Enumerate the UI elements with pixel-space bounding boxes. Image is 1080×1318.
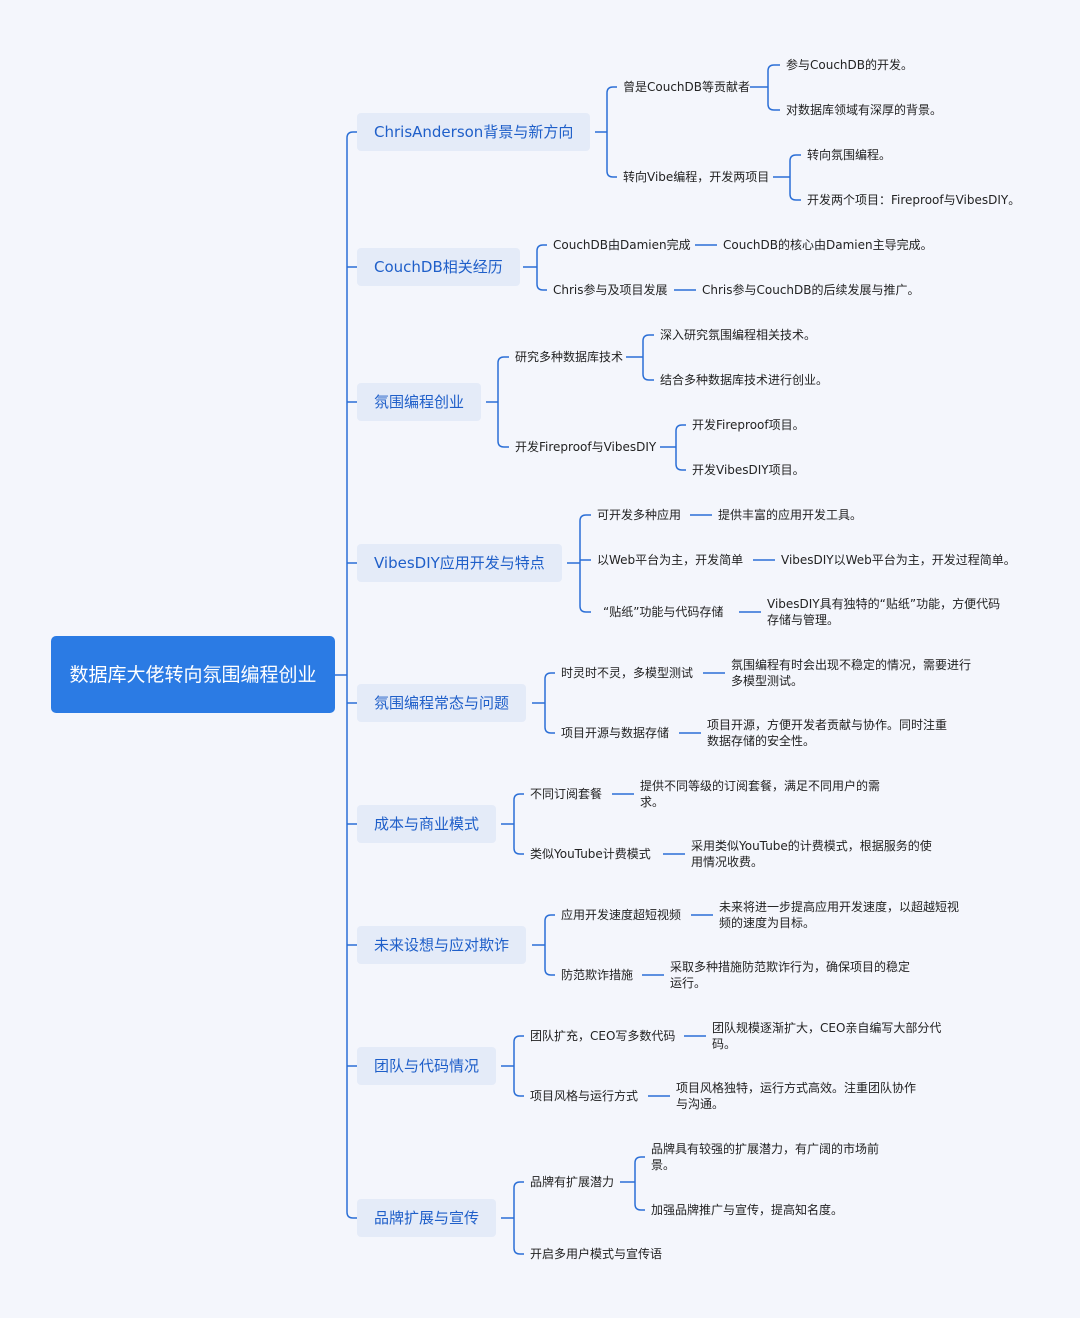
- subtopic-node[interactable]: 类似YouTube计费模式: [530, 847, 651, 861]
- connector-line: [606, 170, 617, 178]
- leaf-node[interactable]: 提供丰富的应用开发工具。: [718, 508, 863, 522]
- leaf-node[interactable]: 采用类似YouTube的计费模式，根据服务的使用情况收费。: [691, 839, 932, 869]
- subtopic-node[interactable]: 品牌有扩展潜力: [530, 1175, 615, 1189]
- leaf-node[interactable]: 项目开源，方便开发者贡献与协作。同时注重数据存储的安全性。: [707, 718, 948, 748]
- subtopic-node[interactable]: 项目风格与运行方式: [530, 1089, 639, 1103]
- connector-line: [536, 283, 547, 291]
- leaf-node[interactable]: 参与CouchDB的开发。: [786, 58, 914, 72]
- connector-line: [513, 1089, 524, 1097]
- connector-line: [642, 334, 654, 342]
- connector-line: [513, 1247, 524, 1255]
- connector-line: [767, 103, 780, 111]
- connector-line: [346, 1211, 357, 1219]
- connector-line: [544, 968, 555, 976]
- leaf-node[interactable]: 开发VibesDIY项目。: [692, 463, 805, 477]
- leaf-node[interactable]: 开发Fireproof项目。: [692, 418, 805, 432]
- root-node[interactable]: 数据库大佬转向氛围编程创业: [51, 636, 335, 713]
- connector-line: [513, 793, 524, 801]
- subtopic-node[interactable]: 开发Fireproof与VibesDIY: [515, 440, 657, 454]
- connector-line: [536, 244, 547, 252]
- subtopic-node[interactable]: 曾是CouchDB等贡献者: [623, 80, 751, 94]
- connector-line: [767, 64, 780, 72]
- leaf-node[interactable]: VibesDIY以Web平台为主，开发过程简单。: [781, 553, 1016, 567]
- leaf-node[interactable]: 未来将进一步提高应用开发速度，以超越短视频的速度为目标。: [719, 900, 960, 930]
- subtopic-node[interactable]: 团队扩充，CEO写多数代码: [530, 1029, 676, 1043]
- connector-line: [675, 424, 686, 432]
- leaf-node[interactable]: 团队规模逐渐扩大，CEO亲自编写大部分代码。: [712, 1021, 942, 1051]
- connector-line: [579, 514, 591, 522]
- connector-line: [513, 847, 524, 855]
- leaf-node[interactable]: 对数据库领域有深厚的背景。: [786, 103, 943, 117]
- subtopic-node[interactable]: 不同订阅套餐: [530, 787, 603, 801]
- leaf-node[interactable]: 提供不同等级的订阅套餐，满足不同用户的需求。: [640, 779, 881, 809]
- branch-node[interactable]: 团队与代码情况: [357, 1047, 497, 1085]
- connector-line: [789, 154, 801, 162]
- connector-line: [544, 914, 555, 922]
- subtopic-node[interactable]: 研究多种数据库技术: [515, 350, 624, 364]
- leaf-node[interactable]: 项目风格独特，运行方式高效。注重团队协作与沟通。: [676, 1081, 917, 1111]
- leaf-node[interactable]: VibesDIY具有独特的“贴纸”功能，方便代码存储与管理。: [767, 597, 1001, 627]
- connector-line: [346, 131, 357, 139]
- subtopic-node[interactable]: 可开发多种应用: [597, 508, 682, 522]
- branch-node[interactable]: ChrisAnderson背景与新方向: [357, 113, 591, 151]
- leaf-node[interactable]: 品牌具有较强的扩展潜力，有广阔的市场前景。: [651, 1142, 880, 1172]
- connector-line: [675, 463, 686, 471]
- connector-line: [544, 726, 555, 734]
- subtopic-node[interactable]: 项目开源与数据存储: [561, 726, 670, 740]
- leaf-node[interactable]: 氛围编程有时会出现不稳定的情况，需要进行多模型测试。: [731, 658, 972, 688]
- subtopic-node[interactable]: 开启多用户模式与宣传语: [530, 1247, 663, 1261]
- leaf-node[interactable]: CouchDB的核心由Damien主导完成。: [723, 238, 933, 252]
- subtopic-node[interactable]: 防范欺诈措施: [561, 968, 634, 982]
- branch-node[interactable]: 氛围编程常态与问题: [357, 684, 527, 722]
- connector-line: [642, 373, 654, 381]
- subtopic-node[interactable]: 应用开发速度超短视频: [561, 908, 682, 922]
- subtopic-node[interactable]: Chris参与及项目发展: [553, 283, 668, 297]
- leaf-node[interactable]: Chris参与CouchDB的后续发展与推广。: [702, 283, 920, 297]
- leaf-node[interactable]: 采取多种措施防范欺诈行为，确保项目的稳定运行。: [670, 960, 911, 990]
- connector-line: [497, 440, 509, 448]
- connector-line: [513, 1181, 524, 1189]
- branch-node[interactable]: 品牌扩展与宣传: [357, 1199, 497, 1237]
- connector-line: [606, 86, 617, 94]
- connector-line: [497, 356, 509, 364]
- connector-line: [789, 193, 801, 201]
- leaf-node[interactable]: 加强品牌推广与宣传，提高知名度。: [651, 1203, 844, 1217]
- subtopic-node[interactable]: CouchDB由Damien完成: [553, 238, 691, 252]
- branch-node[interactable]: VibesDIY应用开发与特点: [357, 544, 562, 582]
- branch-node[interactable]: CouchDB相关经历: [357, 248, 520, 286]
- branch-node[interactable]: 未来设想与应对欺诈: [357, 926, 527, 964]
- connector-line: [544, 672, 555, 680]
- branch-node[interactable]: 成本与商业模式: [357, 805, 497, 843]
- subtopic-node[interactable]: 转向Vibe编程，开发两项目: [623, 170, 770, 184]
- leaf-node[interactable]: 转向氛围编程。: [807, 148, 892, 162]
- branch-node[interactable]: 氛围编程创业: [357, 383, 482, 421]
- subtopic-node[interactable]: 时灵时不灵，多模型测试: [561, 666, 694, 680]
- leaf-node[interactable]: 开发两个项目：Fireproof与VibesDIY。: [807, 193, 1021, 207]
- connector-line: [634, 1156, 645, 1164]
- subtopic-node[interactable]: “贴纸”功能与代码存储: [603, 605, 724, 619]
- subtopic-node[interactable]: 以Web平台为主，开发简单: [597, 553, 744, 567]
- leaf-node[interactable]: 深入研究氛围编程相关技术。: [660, 328, 817, 342]
- leaf-node[interactable]: 结合多种数据库技术进行创业。: [660, 373, 829, 387]
- connector-line: [579, 605, 591, 613]
- connector-line: [634, 1203, 645, 1211]
- connector-line: [513, 1035, 524, 1043]
